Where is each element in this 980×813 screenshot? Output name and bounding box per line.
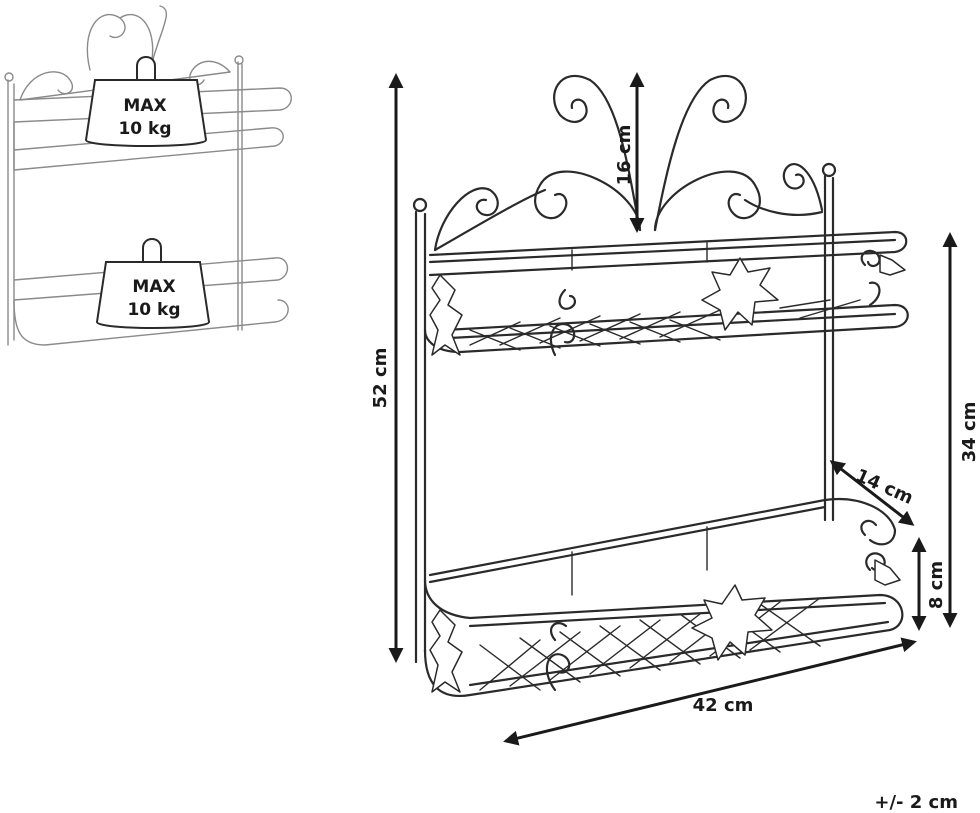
weight-top-max-label: MAX: [123, 96, 166, 116]
dimension-total-height: 52 cm: [370, 73, 404, 663]
dimension-width: 42 cm: [503, 637, 917, 746]
thumbnail-shelf-illustration: [4, 5, 292, 346]
scroll-height-label: 16 cm: [614, 125, 635, 186]
weight-bottom-value-label: 10 kg: [127, 300, 180, 320]
rail-height-label: 8 cm: [926, 561, 947, 609]
dimension-scroll-height: 16 cm: [614, 72, 645, 233]
weight-bottom-max-label: MAX: [132, 277, 175, 297]
dimension-depth: 14 cm: [829, 460, 916, 526]
weight-icon-top: MAX 10 kg: [84, 56, 208, 147]
tolerance-label: +/- 2 cm: [874, 792, 958, 813]
total-height-label: 52 cm: [370, 348, 391, 409]
weight-top-value-label: 10 kg: [118, 119, 171, 139]
shelf-illustration: [412, 74, 909, 697]
weight-icon-bottom: MAX 10 kg: [95, 238, 211, 329]
shelf-spacing-label: 34 cm: [959, 402, 980, 463]
width-label: 42 cm: [693, 695, 754, 716]
dimension-shelf-spacing: 34 cm: [942, 232, 980, 628]
dimension-rail-height: 8 cm: [911, 537, 947, 631]
